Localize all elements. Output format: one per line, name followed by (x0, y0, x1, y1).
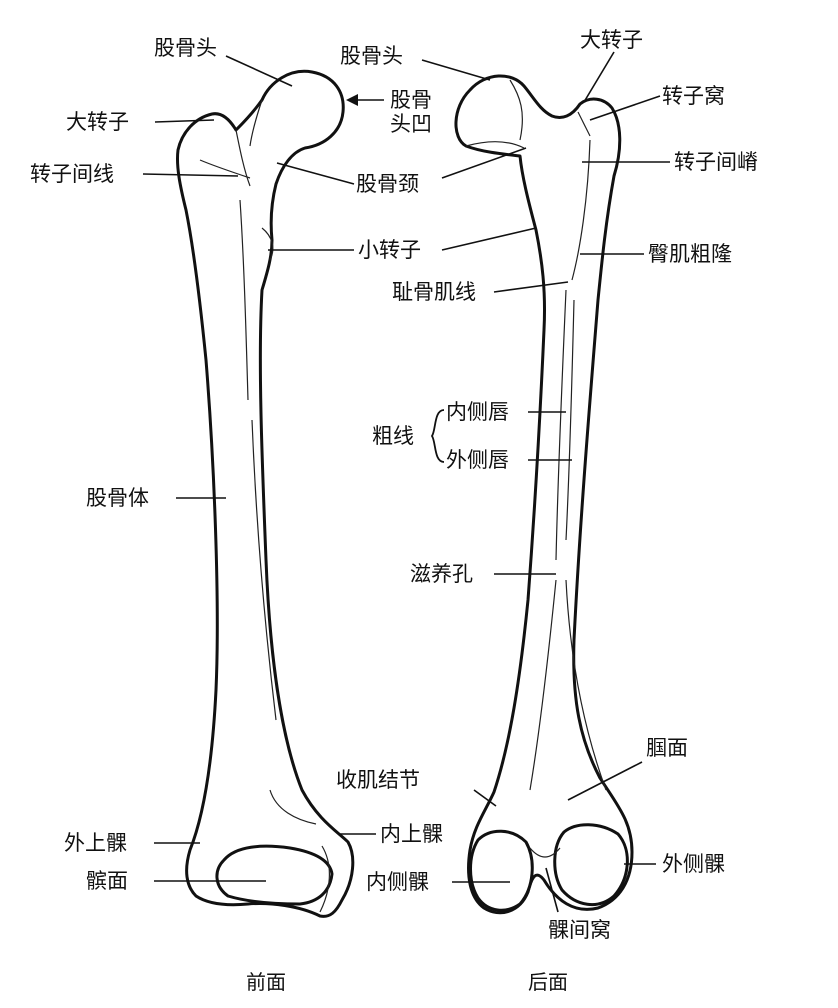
label-patellar-surface: 髌面 (86, 869, 128, 893)
label-intertrochanteric-crest: 转子间嵴 (674, 150, 758, 174)
label-trochanteric-fossa: 转子窝 (662, 84, 725, 108)
posterior-femur (454, 74, 634, 915)
label-intercondylar-fossa: 髁间窝 (548, 918, 611, 942)
label-femoral-neck: 股骨颈 (356, 172, 419, 196)
label-anterior-greater-trochanter: 大转子 (66, 110, 129, 134)
caption-posterior-view: 后面 (528, 970, 568, 994)
label-pectineal-line: 耻骨肌线 (392, 280, 476, 304)
label-lateral-lip: 外侧唇 (446, 448, 509, 472)
label-lesser-trochanter: 小转子 (358, 238, 421, 262)
posterior-lateral-condyle (553, 823, 629, 907)
label-adductor-tubercle: 收肌结节 (336, 768, 420, 792)
label-linea-aspera: 粗线 (372, 424, 414, 448)
label-posterior-femoral-head: 股骨头 (340, 44, 403, 68)
label-medial-epicondyle: 内上髁 (380, 822, 443, 846)
caption-anterior-view: 前面 (246, 970, 286, 994)
anterior-femur (176, 69, 355, 918)
leader-lines (142, 51, 670, 913)
anterior-patellar-surface (215, 844, 334, 906)
label-anterior-femoral-head: 股骨头 (154, 36, 217, 60)
anterior-femur-outline (176, 69, 355, 918)
label-posterior-greater-trochanter: 大转子 (580, 28, 643, 52)
posterior-medial-condyle (469, 829, 534, 912)
label-fovea-line2: 头凹 (390, 112, 432, 136)
label-fovea-line1: 股骨 (390, 88, 432, 112)
linea-aspera-brace (430, 409, 445, 463)
label-nutrient-foramen: 滋养孔 (410, 562, 473, 586)
label-lateral-condyle: 外侧髁 (662, 852, 725, 876)
label-intertrochanteric-line: 转子间线 (30, 162, 114, 186)
label-popliteal-surface: 腘面 (646, 736, 688, 760)
label-gluteal-tuberosity: 臀肌粗隆 (648, 242, 732, 266)
label-lateral-epicondyle: 外上髁 (64, 831, 127, 855)
label-femoral-shaft: 股骨体 (86, 486, 149, 510)
posterior-femur-outline (454, 74, 634, 915)
label-medial-condyle: 内侧髁 (366, 870, 429, 894)
label-medial-lip: 内侧唇 (446, 400, 509, 424)
